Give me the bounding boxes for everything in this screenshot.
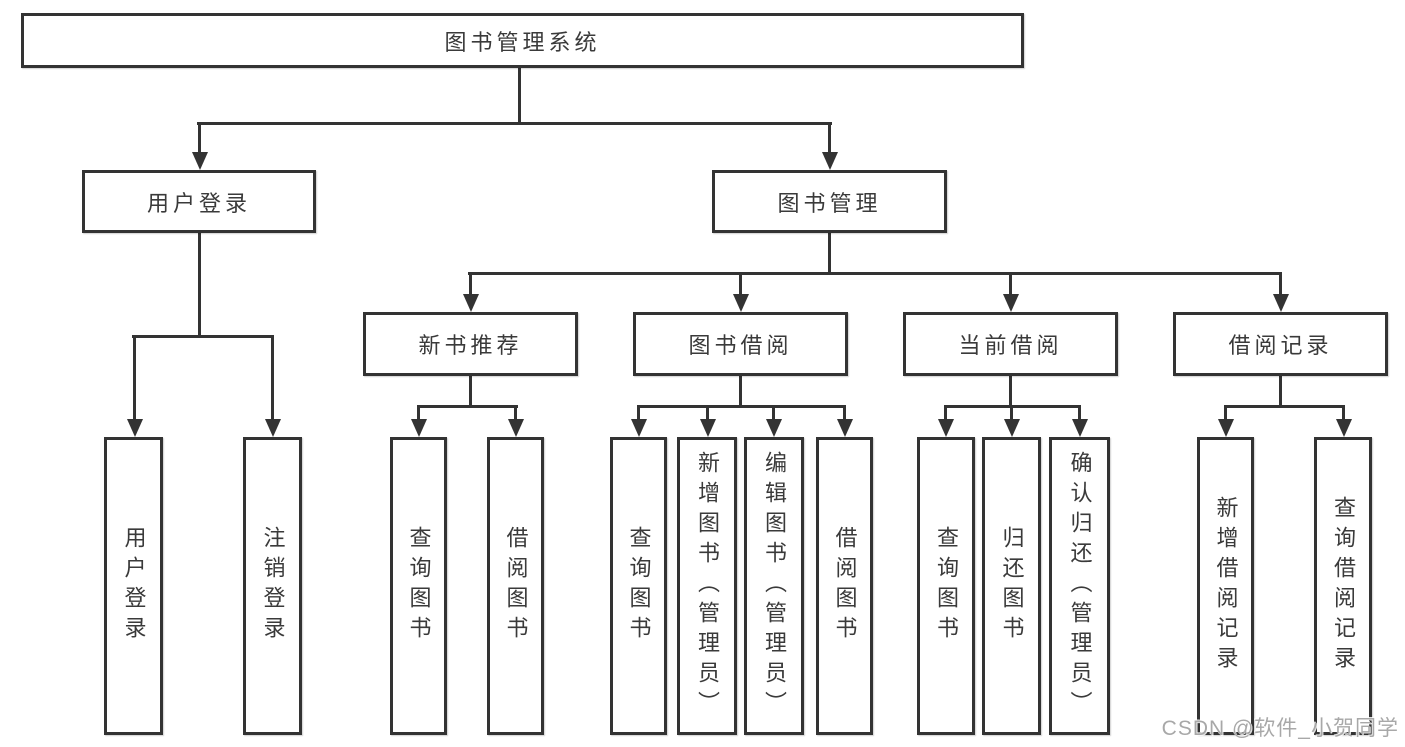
leaf-borrow-books-1: 借阅图书 [487, 437, 544, 735]
node-label: 确认归还（管理员） [1067, 451, 1093, 721]
connector [417, 405, 518, 408]
connector [469, 376, 472, 408]
leaf-query-borrow-record: 查询借阅记录 [1314, 437, 1372, 735]
csdn-watermark: CSDN @软件_小贺同学 [1161, 717, 1399, 740]
leaf-add-book-admin: 新增图书（管理员） [677, 437, 737, 735]
node-book-borrowing: 图书借阅 [633, 312, 848, 376]
connector-arrow [1217, 405, 1234, 437]
connector-arrow [630, 405, 647, 437]
connector [1009, 376, 1012, 408]
connector [468, 272, 1282, 275]
connector [828, 233, 831, 275]
node-label: 图书借阅 [688, 333, 793, 358]
node-library-management-system: 图书管理系统 [21, 13, 1024, 68]
connector-arrow [410, 405, 427, 437]
connector-arrow [126, 335, 143, 437]
node-label: 查询图书 [934, 526, 959, 646]
leaf-user-login: 用户登录 [104, 437, 163, 735]
connector-arrow [264, 335, 281, 437]
node-label: 注销登录 [260, 526, 286, 646]
node-label: 查询图书 [406, 526, 432, 646]
connector-arrow [191, 122, 208, 170]
leaf-confirm-return-admin: 确认归还（管理员） [1049, 437, 1110, 735]
connector-arrow [507, 405, 524, 437]
leaf-query-books-2: 查询图书 [610, 437, 667, 735]
connector [198, 233, 201, 338]
node-label: 编辑图书（管理员） [762, 451, 787, 721]
node-label: 当前借阅 [958, 333, 1063, 358]
node-borrowing-records: 借阅记录 [1173, 312, 1388, 376]
leaf-return-books: 归还图书 [982, 437, 1041, 735]
node-user-login: 用户登录 [82, 170, 316, 233]
connector [739, 376, 742, 408]
node-label: 新增图书（管理员） [695, 451, 720, 721]
connector [1279, 376, 1282, 408]
connector-arrow [462, 272, 479, 312]
leaf-query-books-1: 查询图书 [390, 437, 447, 735]
node-label: 借阅图书 [503, 526, 529, 646]
node-label: 借阅图书 [832, 526, 858, 646]
node-label: 新增借阅记录 [1213, 496, 1239, 676]
leaf-add-borrow-record: 新增借阅记录 [1197, 437, 1254, 735]
connector [197, 122, 832, 125]
node-new-book-recommend: 新书推荐 [363, 312, 578, 376]
node-label: 图书管理系统 [444, 29, 601, 55]
node-label: 查询借阅记录 [1331, 496, 1356, 676]
connector [132, 335, 274, 338]
node-label: 新书推荐 [418, 333, 523, 358]
leaf-borrow-books-2: 借阅图书 [816, 437, 873, 735]
connector-arrow [732, 272, 749, 312]
connector-arrow [836, 405, 853, 437]
leaf-query-books-3: 查询图书 [917, 437, 975, 735]
node-label: 图书管理 [777, 190, 882, 216]
connector-arrow [937, 405, 954, 437]
connector [518, 68, 521, 125]
node-label: 用户登录 [146, 190, 251, 216]
leaf-edit-book-admin: 编辑图书（管理员） [744, 437, 804, 735]
node-label: 借阅记录 [1228, 333, 1333, 358]
connector [637, 405, 845, 408]
connector-arrow [699, 405, 716, 437]
node-current-borrowing: 当前借阅 [903, 312, 1118, 376]
connector-arrow [1002, 272, 1019, 312]
node-label: 查询图书 [626, 526, 652, 646]
connector-arrow [765, 405, 782, 437]
connector-arrow [1335, 405, 1352, 437]
connector-arrow [1272, 272, 1289, 312]
node-label: 归还图书 [999, 526, 1025, 646]
connector-arrow [821, 122, 838, 170]
leaf-logout: 注销登录 [243, 437, 302, 735]
connector-arrow [1071, 405, 1088, 437]
node-book-management: 图书管理 [712, 170, 947, 233]
connector [1224, 405, 1344, 408]
node-label: 用户登录 [121, 526, 147, 646]
connector-arrow [1003, 405, 1020, 437]
